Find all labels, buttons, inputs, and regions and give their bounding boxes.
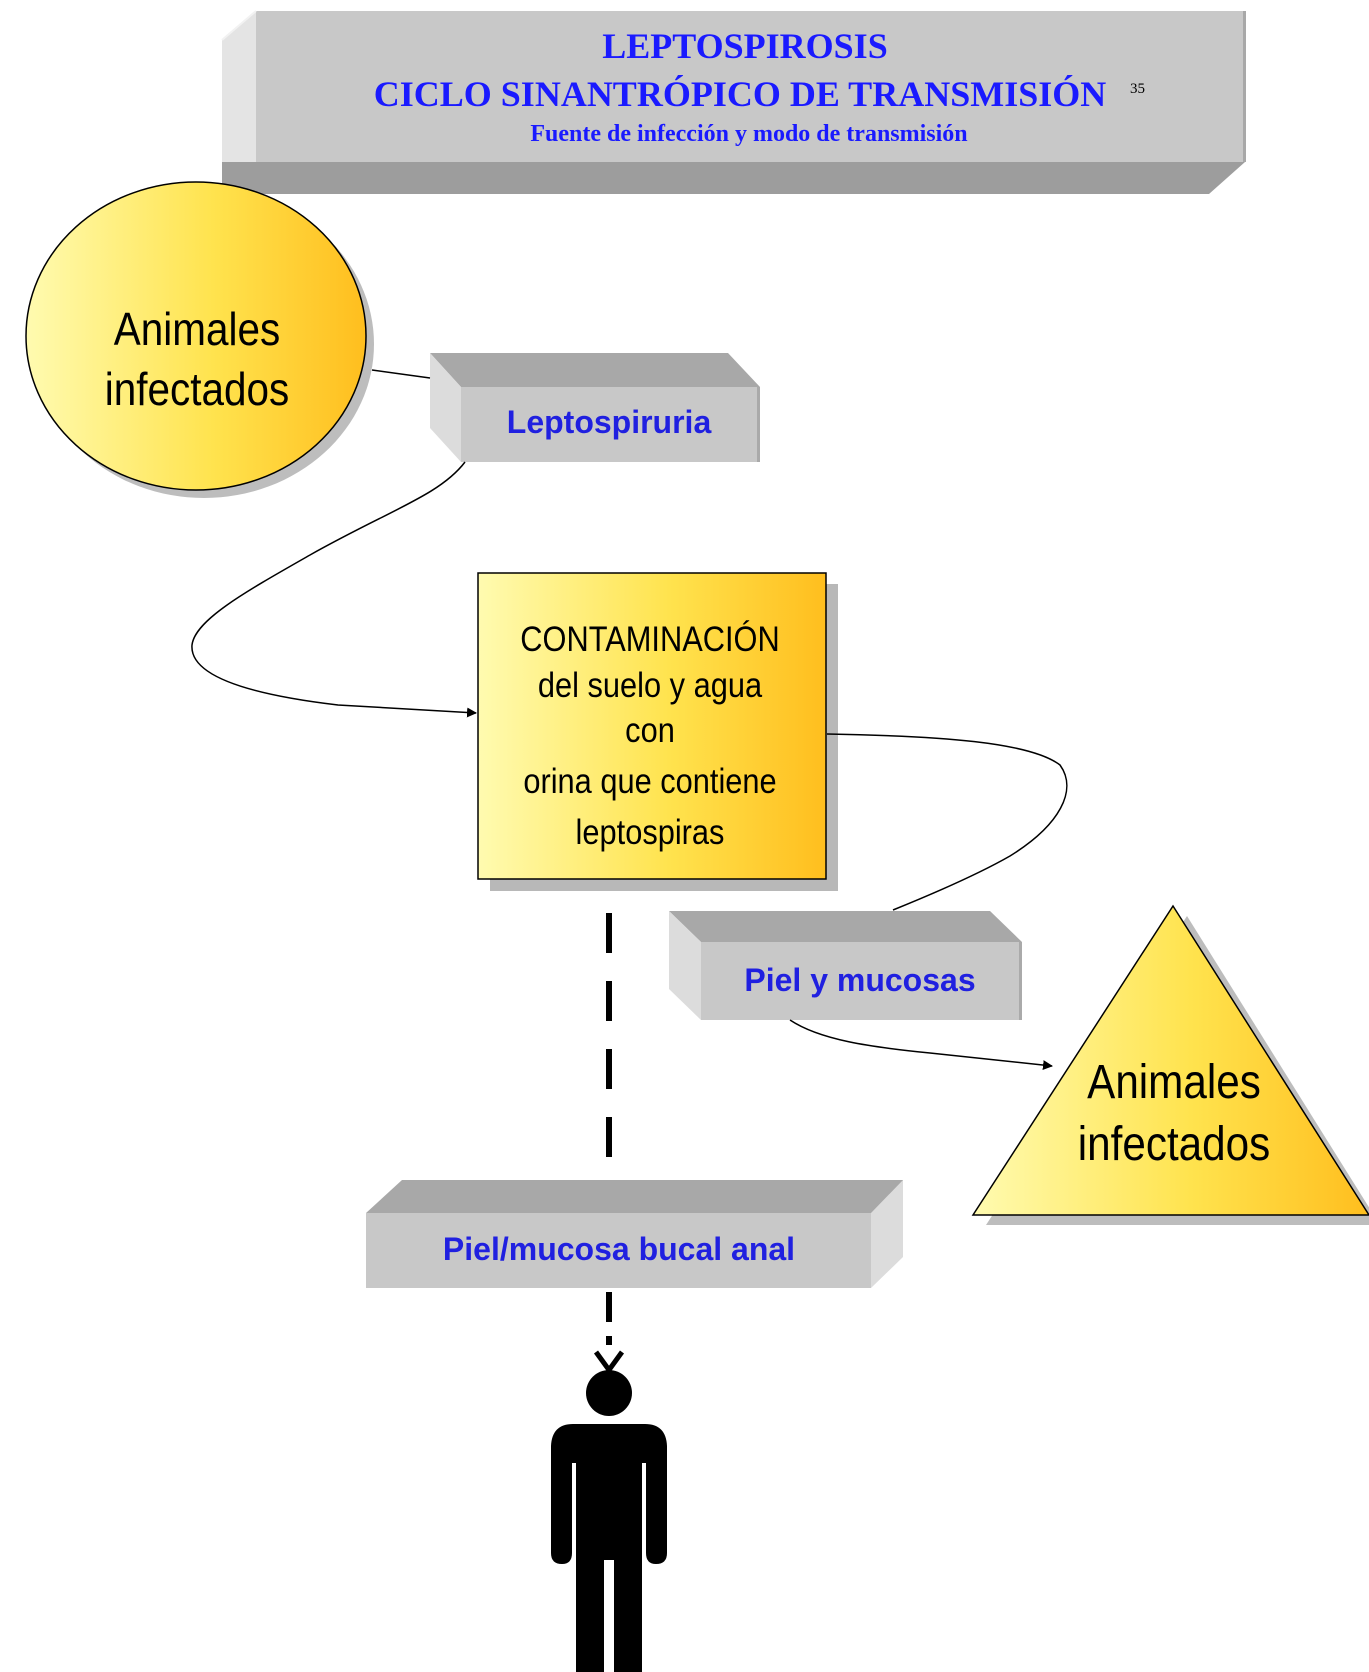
skin-mucosa-label: Piel y mucosas: [744, 962, 975, 998]
diagram-title: LEPTOSPIROSIS: [602, 26, 887, 66]
skin-mucosa-oral-anal-block: [366, 1180, 903, 1288]
arrow-head-to-human: [593, 1350, 625, 1375]
leptospiruria-label: Leptospiruria: [507, 404, 712, 440]
page-number: 35: [1130, 81, 1145, 97]
diagram-subtitle: CICLO SINANTRÓPICO DE TRANSMISIÓN: [374, 74, 1106, 114]
contamination-label-line5: leptospiras: [576, 812, 725, 851]
target-animals-label-line1: Animales: [1087, 1054, 1261, 1108]
source-animals-node: [25, 181, 374, 498]
contamination-label-line1: CONTAMINACIÓN: [520, 619, 779, 658]
skin-mucosa-oral-anal-label: Piel/mucosa bucal anal: [443, 1231, 795, 1267]
contamination-label-line3: con: [625, 710, 675, 749]
skin-mucosa-block: [669, 911, 1022, 1020]
target-animals-node: [971, 904, 1369, 1225]
connector-animals-to-leptospiruria: [371, 369, 431, 379]
source-animals-label-line1: Animales: [114, 305, 280, 356]
source-animals-label-line2: infectados: [105, 365, 289, 416]
arrow-leptospiruria-to-contamination: [191, 461, 477, 718]
contamination-label-line2: del suelo y agua: [538, 665, 763, 704]
arrow-skin-mucosa-to-animals: [789, 1019, 1053, 1071]
person-icon: [551, 1370, 667, 1672]
header-banner: [221, 10, 1246, 194]
connector-contamination-to-skin-mucosa: [826, 733, 1068, 911]
contamination-label-line4: orina que contiene: [523, 761, 776, 800]
contamination-node: [477, 572, 838, 891]
target-animals-label-line2: infectados: [1078, 1116, 1271, 1170]
diagram-caption: Fuente de infección y modo de transmisió…: [530, 121, 967, 147]
leptospiruria-block: [430, 353, 760, 462]
